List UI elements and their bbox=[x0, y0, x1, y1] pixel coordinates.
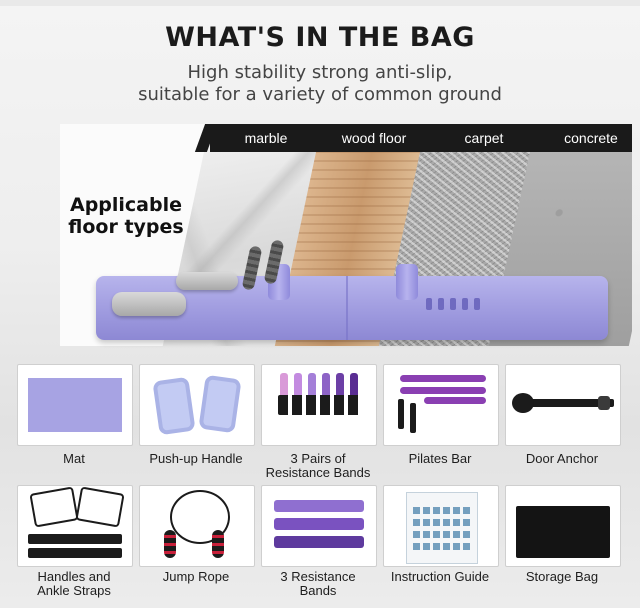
subtitle-line-2: suitable for a variety of common ground bbox=[138, 84, 502, 105]
instruction-guide-image bbox=[406, 492, 478, 564]
floor-tab-marble: marble bbox=[210, 124, 322, 152]
foot-pad bbox=[112, 292, 186, 316]
item-label-line-2: Resistance Bands bbox=[265, 465, 371, 480]
bar-segment-image bbox=[400, 387, 486, 394]
band-image bbox=[294, 373, 302, 413]
foot-pad bbox=[176, 272, 238, 290]
item-label: Mat bbox=[11, 452, 137, 466]
item-label-line-1: Storage Bag bbox=[525, 569, 599, 584]
guide-row bbox=[413, 531, 471, 538]
item-label: 3 Resistance Bands bbox=[255, 570, 381, 598]
item-label: Push-up Handle bbox=[133, 452, 259, 466]
item-label-line-1: Mat bbox=[63, 451, 85, 466]
floor-tab-concrete: concrete bbox=[536, 124, 632, 152]
item-label-line-1: Door Anchor bbox=[525, 451, 599, 466]
item-label: Instruction Guide bbox=[377, 570, 503, 584]
jump-rope-handle-image bbox=[164, 530, 176, 558]
item-card bbox=[261, 364, 377, 446]
guide-row bbox=[413, 507, 471, 514]
board-slot bbox=[426, 298, 432, 310]
guide-row bbox=[413, 519, 471, 526]
item-label: 3 Pairs of Resistance Bands bbox=[255, 452, 381, 480]
item-label-line-2: Ankle Straps bbox=[37, 583, 111, 598]
bar-strap-image bbox=[398, 399, 404, 429]
item-label: Handles and Ankle Straps bbox=[11, 570, 137, 598]
board-handle-post bbox=[396, 264, 418, 300]
band-image bbox=[350, 373, 358, 413]
jump-rope-cord-image bbox=[170, 490, 230, 544]
bar-segment-image bbox=[424, 397, 486, 404]
guide-row bbox=[413, 543, 471, 550]
push-up-handle-image bbox=[198, 374, 242, 434]
ankle-strap-image bbox=[28, 534, 122, 544]
item-card bbox=[261, 485, 377, 567]
push-up-handle-image bbox=[152, 376, 196, 436]
item-card bbox=[139, 364, 255, 446]
floor-types-heading: Applicable floor types bbox=[60, 194, 192, 238]
band-image bbox=[336, 373, 344, 413]
item-label-line-1: Jump Rope bbox=[162, 569, 230, 584]
loop-band-image bbox=[274, 500, 364, 512]
band-image bbox=[280, 373, 288, 413]
mat-image bbox=[28, 378, 122, 432]
handle-loop-image bbox=[75, 486, 125, 528]
item-label: Door Anchor bbox=[499, 452, 625, 466]
top-border bbox=[0, 0, 640, 6]
floor-types-panel: marble wood floor carpet concrete bbox=[60, 124, 632, 346]
item-label: Storage Bag bbox=[499, 570, 625, 584]
handle-loop-image bbox=[29, 486, 79, 528]
item-label-line-1: Pilates Bar bbox=[408, 451, 472, 466]
door-anchor-end-image bbox=[598, 396, 610, 410]
page-subtitle: High stability strong anti-slip, suitabl… bbox=[0, 62, 640, 106]
door-anchor-strap-image bbox=[516, 399, 614, 407]
item-label-line-1: Handles and bbox=[37, 569, 111, 584]
item-label-line-1: Instruction Guide bbox=[390, 569, 490, 584]
item-card bbox=[139, 485, 255, 567]
page-title: WHAT'S IN THE BAG bbox=[165, 22, 475, 53]
storage-bag-image bbox=[516, 506, 610, 558]
board-slot bbox=[438, 298, 444, 310]
band-clip-image bbox=[278, 395, 362, 415]
item-card bbox=[505, 485, 621, 567]
loop-band-image bbox=[274, 536, 364, 548]
item-label-line-1: 3 Resistance bbox=[280, 569, 356, 584]
item-card bbox=[17, 364, 133, 446]
item-label-line-1: Push-up Handle bbox=[149, 451, 243, 466]
door-anchor-loop-image bbox=[512, 393, 534, 413]
board-slot bbox=[462, 298, 468, 310]
item-label-line-1: 3 Pairs of bbox=[290, 451, 346, 466]
item-card bbox=[383, 364, 499, 446]
loop-band-image bbox=[274, 518, 364, 530]
band-image bbox=[308, 373, 316, 413]
bar-strap-image bbox=[410, 403, 416, 433]
item-label: Pilates Bar bbox=[377, 452, 503, 466]
jump-rope-handle-image bbox=[212, 530, 224, 558]
bar-segment-image bbox=[400, 375, 486, 382]
band-image bbox=[322, 373, 330, 413]
item-card bbox=[17, 485, 133, 567]
floor-heading-line-2: floor types bbox=[68, 216, 184, 238]
subtitle-line-1: High stability strong anti-slip, bbox=[187, 62, 453, 83]
item-label-line-2: Bands bbox=[299, 583, 337, 598]
floor-heading-line-1: Applicable bbox=[69, 194, 182, 216]
item-card bbox=[383, 485, 499, 567]
item-label: Jump Rope bbox=[133, 570, 259, 584]
board-slot bbox=[450, 298, 456, 310]
ankle-strap-image bbox=[28, 548, 122, 558]
floor-tab-wood-floor: wood floor bbox=[316, 124, 432, 152]
item-card bbox=[505, 364, 621, 446]
board-slot bbox=[474, 298, 480, 310]
